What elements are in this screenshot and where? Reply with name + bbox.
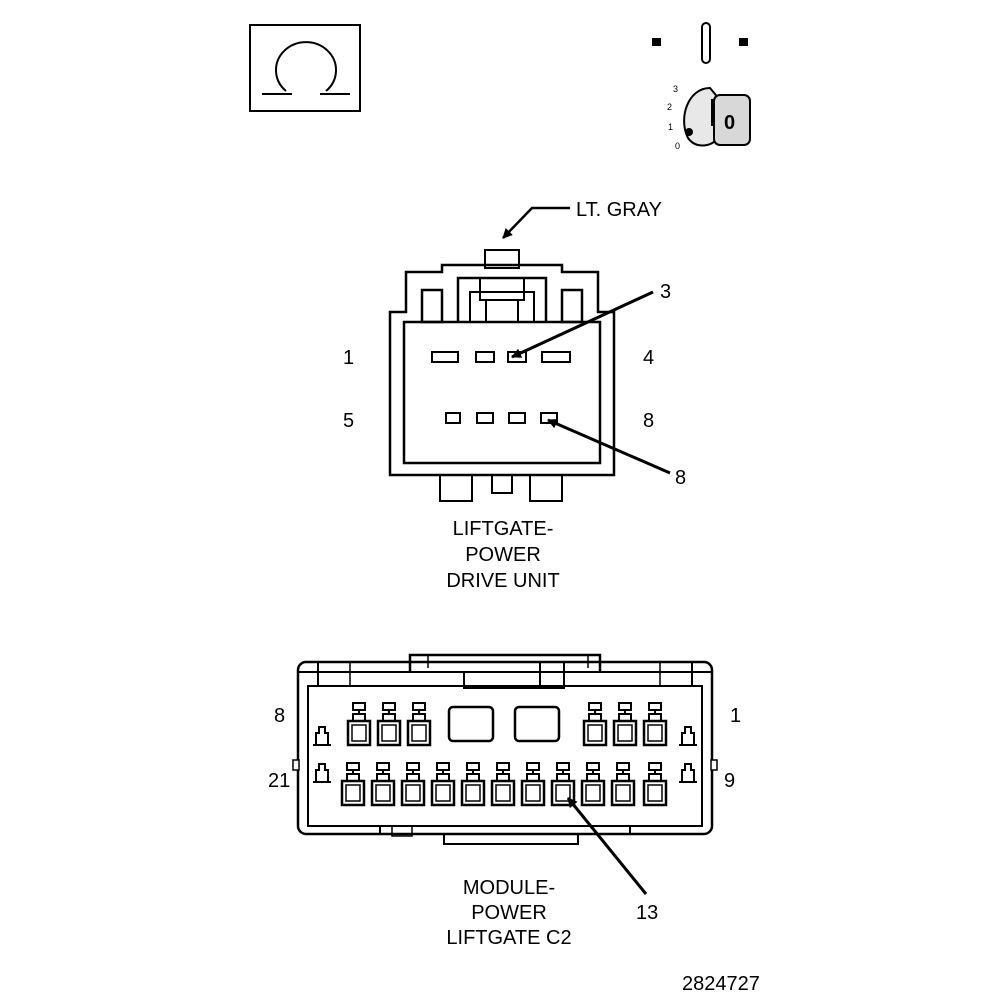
callout-leader-3 [511,290,654,359]
drive-unit-caption: LIFTGATE- POWER DRIVE UNIT [446,518,559,592]
caption-line-1: MODULE- [463,877,555,899]
caption-line-3: DRIVE UNIT [446,570,559,592]
cavity-4 [541,351,571,363]
module-liftgate-c2-connector [292,653,718,845]
cavity-7 [508,412,526,424]
caption-line-2: POWER [465,544,541,566]
pin-callout-8: 8 [675,467,686,489]
callout-leader-8 [547,418,671,475]
pin-label-21: 21 [268,770,290,792]
ignition-scale-3: 3 [673,84,678,94]
caption-line-1: LIFTGATE- [453,518,554,540]
blank-cavity [447,705,495,743]
pin-label-4: 4 [643,347,654,369]
pin-callout-3: 3 [660,281,671,303]
pin-label-8: 8 [274,705,285,727]
cavity-6 [476,412,494,424]
liftgate-drive-unit-connector [388,249,616,502]
cavity-1 [431,351,459,363]
ohm-meter-icon [249,24,361,112]
pin-label-1: 1 [343,347,354,369]
pin-label-5: 5 [343,410,354,432]
pin-label-1: 1 [730,705,741,727]
ignition-key-off-icon: 3 2 1 0 0 [652,22,751,151]
caption-line-3: LIFTGATE C2 [446,927,571,949]
callout-leader-13 [566,797,648,895]
ignition-key-position: 0 [724,112,735,134]
ignition-scale-2: 2 [667,102,672,112]
cavity-5 [445,412,461,424]
module-caption: MODULE- POWER LIFTGATE C2 [446,877,571,949]
ignition-scale-1: 1 [668,122,673,132]
pin-label-9: 9 [724,770,735,792]
blank-cavity [513,705,561,743]
connector-color-label: LT. GRAY [576,199,662,221]
caption-line-2: POWER [471,902,547,924]
pin-label-8: 8 [643,410,654,432]
pin-callout-13: 13 [636,902,658,924]
ignition-scale-0: 0 [675,141,680,151]
figure-number: 2824727 [682,973,760,995]
color-callout-leader [502,206,570,239]
cavity-2 [475,351,495,363]
